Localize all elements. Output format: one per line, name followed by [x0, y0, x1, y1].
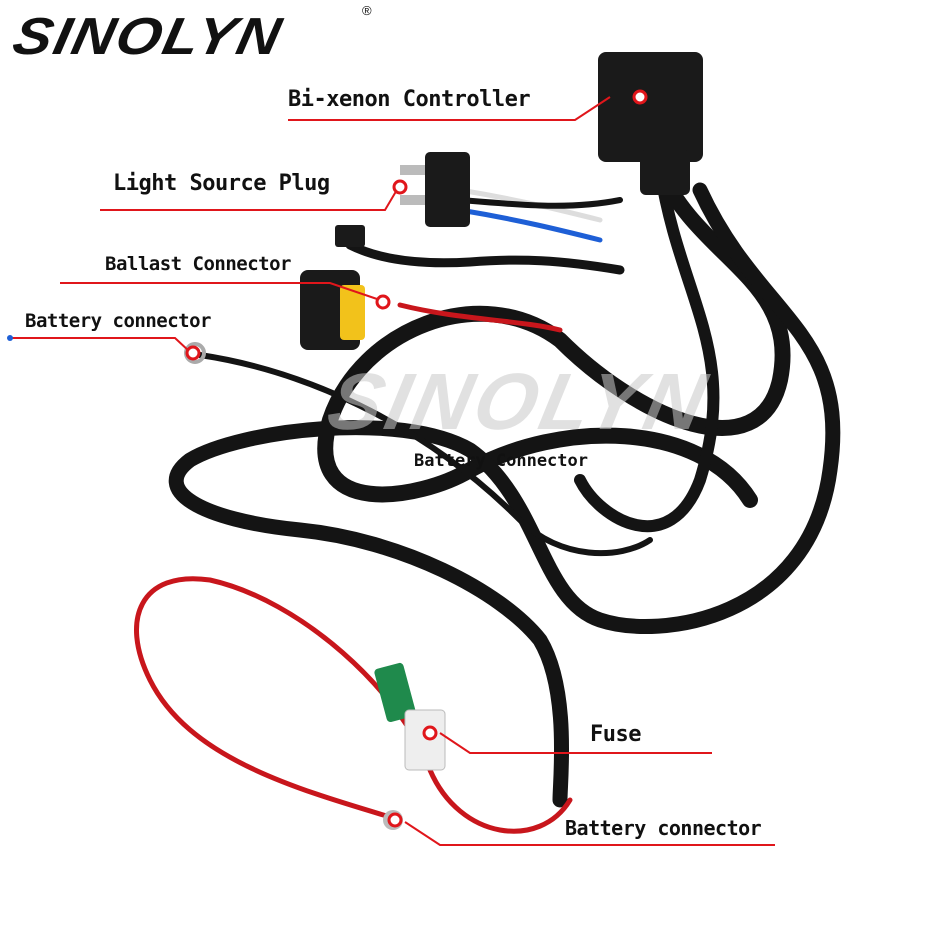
harness-loop-main [317, 162, 791, 508]
label-battery-connector-top: Battery connector [25, 310, 211, 332]
watermark-caption: Battery Connector [414, 451, 588, 471]
light-source-plug-body [425, 152, 470, 227]
leader-line-battery-bottom [404, 821, 775, 846]
ballast-small-plug [335, 225, 365, 247]
label-fuse: Fuse [590, 722, 641, 747]
leader-line-fuse [439, 732, 712, 754]
marker-fuse [422, 725, 438, 741]
battery-wire-top [197, 352, 653, 557]
marker-battery-top [185, 345, 201, 361]
bi-xenon-controller-box [598, 52, 703, 162]
brand-logo: SINOLYN [7, 7, 288, 66]
leader-line-battery-top [10, 337, 191, 353]
fuse-holder-green [374, 662, 416, 723]
plug-pin-top [400, 165, 425, 175]
label-light-source-plug: Light Source Plug [113, 171, 330, 196]
watermark-logo: SINOLYN [320, 357, 718, 446]
marker-battery-bottom [387, 812, 403, 828]
plug-wire-blue [457, 207, 603, 243]
label-ballast-connector: Ballast Connector [105, 253, 291, 275]
ballast-wire [397, 302, 563, 333]
controller-plug [640, 150, 690, 195]
label-bi-xenon-controller: Bi-xenon Controller [288, 87, 531, 112]
label-battery-connector-bottom: Battery connector [565, 816, 762, 840]
registered-mark: ® [362, 3, 372, 18]
marker-controller [632, 89, 648, 105]
leader-line-ballast [60, 282, 381, 301]
leader-line-controller [288, 96, 611, 121]
plug-wire-black [457, 197, 623, 209]
marker-ballast [375, 294, 391, 310]
marker-plug [392, 179, 408, 195]
leader-line-plug [100, 187, 399, 211]
leader-start-dot [7, 335, 13, 341]
ballast-connector-seal [340, 285, 365, 340]
ballast-black-wire [345, 240, 625, 275]
fuse-holder-white [404, 709, 446, 771]
harness-loop-large [168, 182, 841, 808]
plug-pin-bottom [400, 195, 425, 205]
red-fuse-wire [134, 576, 573, 834]
harness-branch [574, 164, 720, 533]
